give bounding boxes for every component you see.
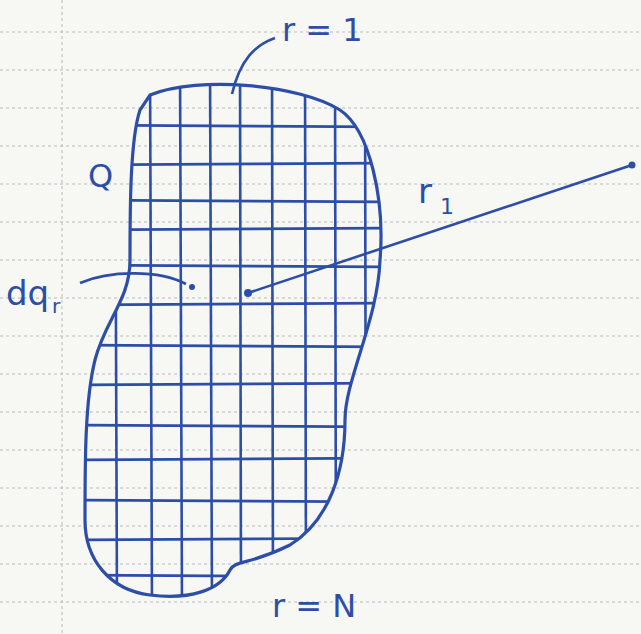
dq-point — [189, 284, 195, 290]
leader-line — [232, 38, 275, 94]
region-label: r = N — [272, 590, 356, 622]
leader-line — [80, 273, 186, 284]
grid-cells — [70, 60, 400, 610]
subscript: 1 — [440, 196, 454, 218]
charge-label: Q — [88, 160, 113, 192]
element-point — [244, 289, 252, 297]
distance-line — [248, 165, 632, 293]
charge-body-outline — [85, 84, 381, 596]
subscript: r — [52, 296, 60, 316]
distance-label: r — [418, 174, 432, 208]
region-label: r = 1 — [282, 14, 363, 46]
element-label: dq — [6, 276, 49, 310]
field-point — [629, 162, 636, 169]
